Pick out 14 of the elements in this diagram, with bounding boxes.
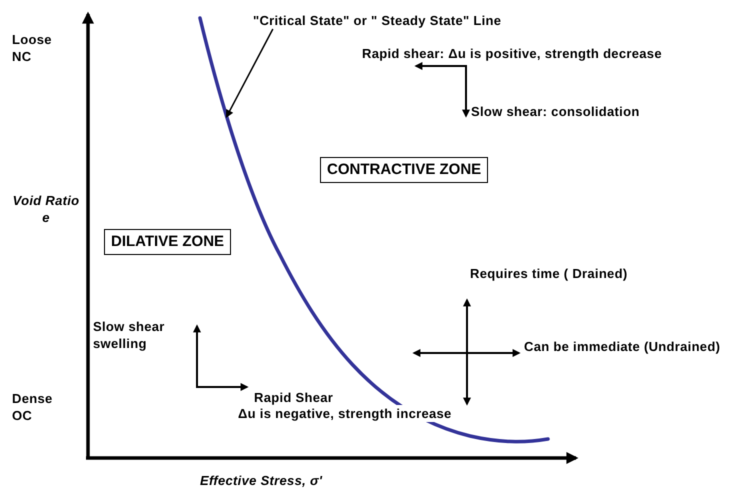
leader-arrow <box>226 28 274 118</box>
annotation-text: Slow shear swelling <box>93 318 166 352</box>
annotation-text: Rapid Shear <box>254 389 334 406</box>
axis-end-label: Dense OC <box>12 390 54 424</box>
annotation-text: Can be immediate (Undrained) <box>524 338 720 355</box>
curve-label: "Critical State" or " Steady State" Line <box>253 12 502 29</box>
annotation-text: Rapid shear: Δu is positive, strength decrease <box>362 45 662 62</box>
annotation-text: Requires time ( Drained) <box>470 265 628 282</box>
y-axis-label: Void Ratio e <box>12 192 80 226</box>
x-axis-label: Effective Stress, σ' <box>200 472 322 489</box>
axis-end-label: Loose NC <box>12 31 53 65</box>
annotation-text: Δu is negative, strength increase <box>238 405 452 422</box>
annotation-text: Slow shear: consolidation <box>471 103 640 120</box>
zone-label: DILATIVE ZONE <box>104 229 232 255</box>
